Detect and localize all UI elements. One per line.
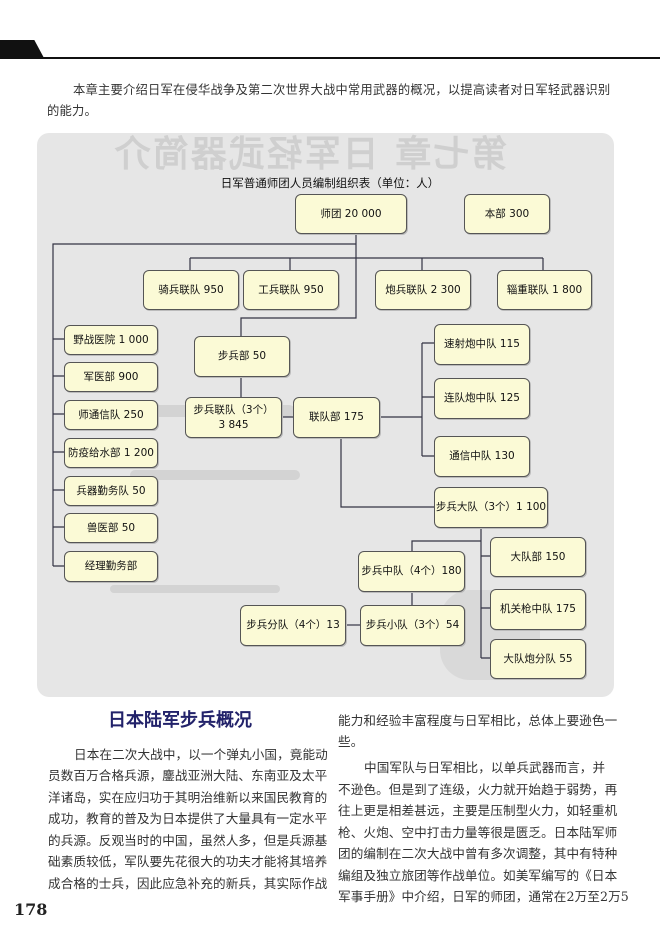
org-box-battalion-gun: 大队炮分队 55 <box>490 639 586 679</box>
org-box-battalion-hq: 大队部 150 <box>490 537 586 577</box>
intro-line-1: 本章主要介绍日军在侵华战争及第二次世界大战中常用武器的概况，以提高读者对日军轻武… <box>73 83 611 97</box>
left-col-line: 员数百万合格兵源，鏖战亚洲大陆、东南亚及太平 <box>48 768 328 783</box>
org-box-machine-gun: 机关枪中队 175 <box>490 589 586 630</box>
org-box-comm-company: 通信中队 130 <box>434 436 530 477</box>
org-box-regimental-gun: 连队炮中队 125 <box>434 378 530 419</box>
org-box-headquarters: 本部 300 <box>464 194 550 234</box>
left-col-line: 础素质较低，军队要先花很大的功夫才能将其培养 <box>48 854 328 869</box>
org-box-rapid-fire-gun: 速射炮中队 115 <box>434 324 530 365</box>
org-box-division: 师团 20 000 <box>295 194 407 234</box>
page-number: 178 <box>14 900 48 919</box>
right-col-line: 枪、火炮、空中打击力量等很是匮乏。日本陆军师 <box>338 825 618 840</box>
right-col-line: 中国军队与日军相比，以单兵武器而言，并 <box>364 760 606 775</box>
right-col-line: 些。 <box>338 734 364 749</box>
org-box-infantry-hq: 步兵部 50 <box>194 336 290 377</box>
left-col-line: 日本在二次大战中，以一个弹丸小国，竟能动 <box>74 747 328 762</box>
org-box-artillery: 炮兵联队 2 300 <box>375 270 471 310</box>
chart-title: 日军普通师团人员编制组织表（单位：人） <box>220 176 440 190</box>
org-box-veterinary: 兽医部 50 <box>64 513 158 543</box>
section-title: 日本陆军步兵概况 <box>108 710 252 731</box>
org-box-medical: 军医部 900 <box>64 362 158 392</box>
org-box-paymaster: 经理勤务部 <box>64 551 158 582</box>
org-box-signal: 师通信队 250 <box>64 400 158 430</box>
org-box-field-hospital: 野战医院 1 000 <box>64 325 158 355</box>
left-col-line: 洋诸岛，实在应归功于其明治维新以来国民教育的 <box>48 790 328 805</box>
org-box-battalion: 步兵大队（3个）1 100 <box>434 487 548 528</box>
right-col-line: 军事手册》中介绍，日军的师团，通常在2万至2万5 <box>338 889 629 904</box>
left-col-line: 的兵源。反观当时的中国，虽然人多，但是兵源基 <box>48 833 328 848</box>
org-box-platoon: 步兵小队（3个）54 <box>360 605 465 646</box>
background-weapon-shape <box>130 470 300 480</box>
right-col-line: 往上更是相差甚远，主要是压制型火力，如轻重机 <box>338 803 618 818</box>
left-col-line: 成功，教育的普及为日本提供了大量具有一定水平 <box>48 811 328 826</box>
regiment-count: 3 845 <box>218 418 249 431</box>
background-weapon-shape <box>110 585 280 593</box>
chapter-tab <box>0 40 44 58</box>
org-box-squad: 步兵分队（4个）13 <box>240 605 346 646</box>
regiment-label: 步兵联队（3个） <box>193 404 274 417</box>
org-box-transport: 辎重联队 1 800 <box>497 270 592 310</box>
right-col-line: 不逊色。但是到了连级，火力就开始趋于弱势，再 <box>338 782 618 797</box>
left-col-line: 成合格的士兵，因此应急补充的新兵，其实际作战 <box>48 876 328 891</box>
org-box-epidemic: 防疫给水部 1 200 <box>64 438 158 468</box>
intro-line-2: 的能力。 <box>47 104 97 118</box>
right-col-line: 团的编制在二次大战中曾有多次调整，其中有特种 <box>338 846 618 861</box>
header-rule <box>0 57 660 59</box>
org-box-cavalry: 骑兵联队 950 <box>143 270 239 310</box>
org-box-ordnance: 兵器勤务队 50 <box>64 476 158 506</box>
org-box-regiment-hq: 联队部 175 <box>293 397 380 438</box>
org-box-company: 步兵中队（4个）180 <box>358 551 465 592</box>
right-col-line: 编组及独立旅团等作战单位。如美军编写的《日本 <box>338 868 618 883</box>
org-box-regiment: 步兵联队（3个） 3 845 <box>185 397 282 438</box>
right-col-line: 能力和经验丰富程度与日军相比，总体上要逊色一 <box>338 713 618 728</box>
org-box-engineer: 工兵联队 950 <box>243 270 339 310</box>
